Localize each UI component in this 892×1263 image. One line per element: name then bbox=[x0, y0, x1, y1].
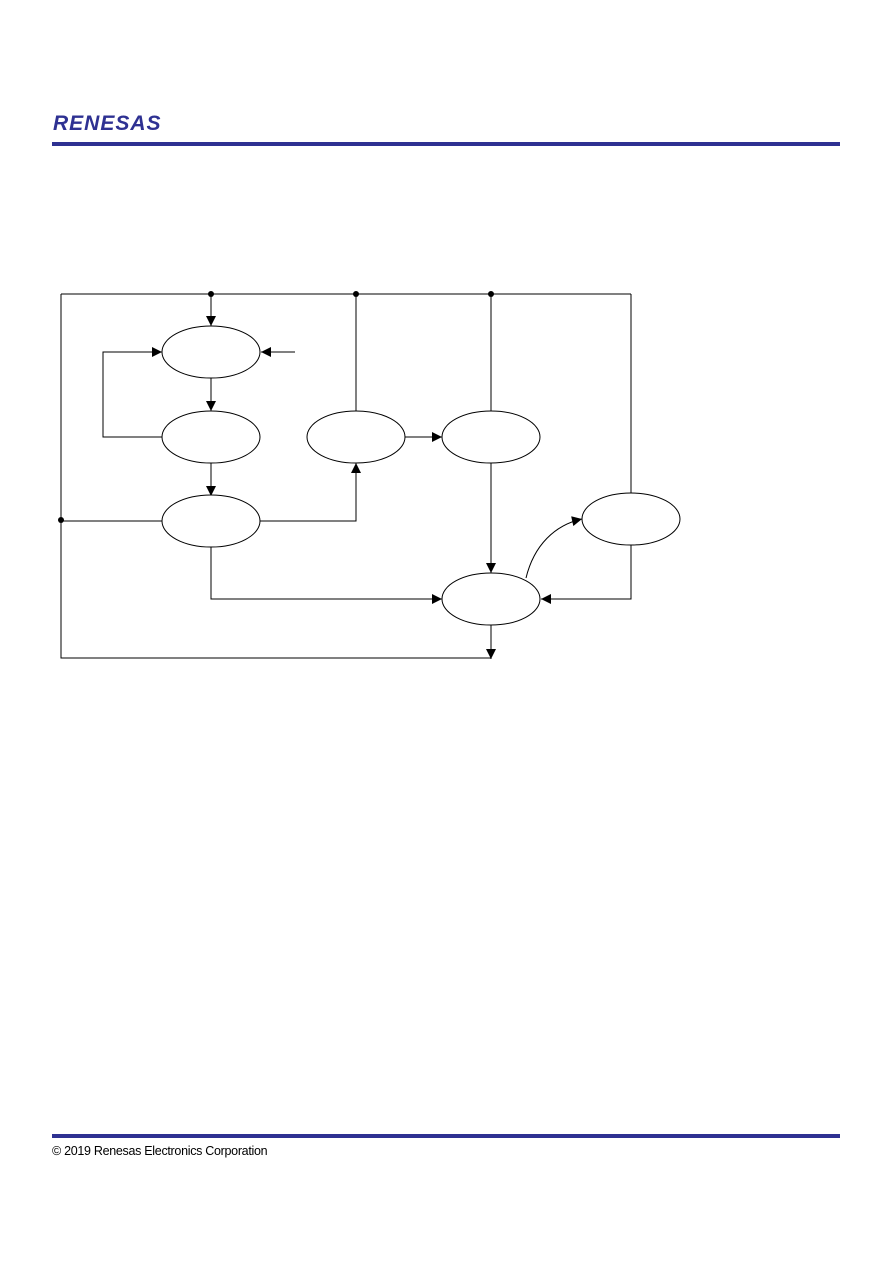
left-bus-line bbox=[60, 294, 491, 659]
junction-dot bbox=[488, 291, 494, 297]
edge-node2-node1 bbox=[102, 347, 162, 438]
state-node-3 bbox=[161, 494, 261, 548]
header-rule bbox=[52, 142, 840, 146]
state-node-2 bbox=[161, 410, 261, 464]
edge-node6-node7 bbox=[525, 516, 583, 579]
copyright-text: © 2019 Renesas Electronics Corporation bbox=[52, 1144, 268, 1158]
state-node-6 bbox=[441, 572, 541, 626]
state-node-4 bbox=[306, 410, 406, 464]
edge-node7-node6 bbox=[541, 545, 632, 604]
logo-wordmark: RENESAS bbox=[53, 112, 162, 133]
renesas-logo: RENESAS bbox=[53, 112, 162, 133]
state-node-5 bbox=[441, 410, 541, 464]
junction-dot bbox=[208, 291, 214, 297]
edge-node3-node4 bbox=[260, 463, 361, 522]
footer-rule bbox=[52, 1134, 840, 1138]
state-node-1 bbox=[161, 325, 261, 379]
junction-dot bbox=[353, 291, 359, 297]
edge-node3-node6 bbox=[210, 547, 442, 604]
state-node-7 bbox=[581, 492, 681, 546]
junction-dot bbox=[58, 517, 64, 523]
